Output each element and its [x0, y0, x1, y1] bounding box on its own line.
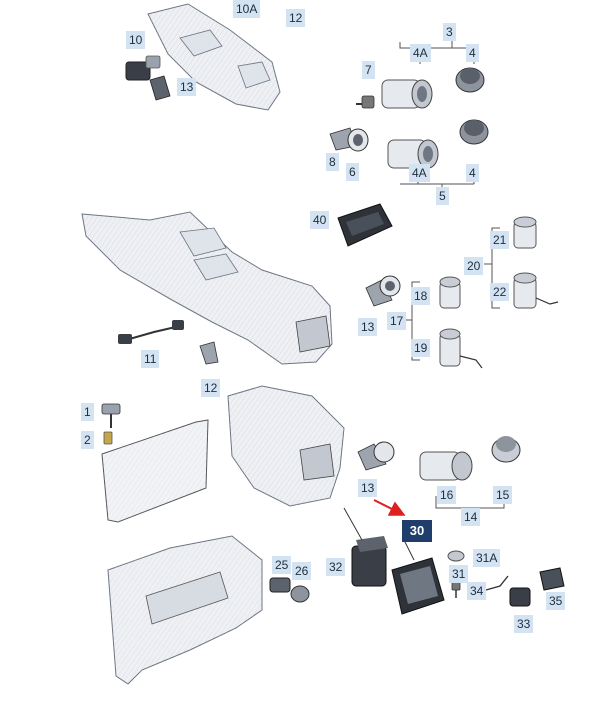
lower-rear-trim — [107, 535, 263, 685]
part-18-socket — [439, 276, 461, 309]
callout-21[interactable]: 21 — [490, 231, 510, 249]
callout-31[interactable]: 31 — [449, 565, 469, 583]
part-16-socket — [419, 451, 473, 481]
callout-30-highlighted[interactable]: 30 — [402, 520, 432, 542]
part-31a-ring — [447, 550, 465, 562]
callout-8[interactable]: 8 — [326, 153, 339, 171]
callout-25[interactable]: 25 — [272, 556, 292, 574]
callout-31a[interactable]: 31A — [473, 549, 501, 567]
part-11-cable — [118, 320, 184, 344]
leader-line-30 — [343, 507, 363, 541]
callout-3[interactable]: 3 — [443, 23, 456, 41]
callout-1[interactable]: 1 — [81, 403, 94, 421]
part-25-connector — [269, 577, 291, 593]
part-35-switch — [539, 567, 565, 591]
part-1-2-screws — [101, 403, 121, 445]
callout-2[interactable]: 2 — [81, 431, 94, 449]
part-33-switch — [509, 587, 531, 607]
highlight-arrow — [373, 499, 406, 516]
callout-15[interactable]: 15 — [493, 486, 513, 504]
leader-line-30b — [403, 539, 415, 561]
rear-console — [227, 385, 345, 507]
callout-13-mid[interactable]: 13 — [358, 318, 378, 336]
callout-4a-top[interactable]: 4A — [410, 44, 431, 62]
upper-console-small — [147, 3, 281, 111]
callout-7[interactable]: 7 — [362, 61, 375, 79]
part-31-screw — [451, 581, 461, 598]
part-8-6-bracket — [329, 127, 369, 152]
callout-26[interactable]: 26 — [292, 562, 312, 580]
part-10-socket — [125, 55, 161, 81]
callout-16[interactable]: 16 — [437, 486, 457, 504]
callout-14[interactable]: 14 — [461, 508, 481, 526]
callout-19[interactable]: 19 — [411, 339, 431, 357]
callout-4-top[interactable]: 4 — [466, 44, 479, 62]
callout-6[interactable]: 6 — [346, 163, 359, 181]
part-34-cable — [485, 575, 509, 591]
part-19-socket — [439, 328, 483, 369]
part-40-bracket — [337, 203, 393, 247]
part-13-lower — [357, 441, 395, 471]
part-12-clip — [199, 341, 219, 365]
callout-35[interactable]: 35 — [546, 592, 566, 610]
callout-32[interactable]: 32 — [326, 558, 346, 576]
callout-12-mid[interactable]: 12 — [201, 379, 221, 397]
socket-group-4 — [381, 67, 489, 169]
part-26-cap — [290, 585, 310, 603]
callout-4-lower[interactable]: 4 — [466, 164, 479, 182]
group-brackets — [399, 38, 505, 514]
callout-12-top[interactable]: 12 — [286, 9, 306, 27]
callout-4a-lower[interactable]: 4A — [409, 164, 430, 182]
part-21-socket — [513, 216, 537, 249]
main-center-console — [81, 211, 333, 365]
callout-10[interactable]: 10 — [126, 31, 146, 49]
callout-34[interactable]: 34 — [467, 582, 487, 600]
part-13-mid — [365, 275, 401, 307]
callout-5[interactable]: 5 — [436, 187, 449, 205]
callout-20[interactable]: 20 — [464, 257, 484, 275]
callout-11[interactable]: 11 — [141, 350, 160, 368]
callout-33[interactable]: 33 — [514, 615, 534, 633]
callout-10a[interactable]: 10A — [233, 0, 261, 18]
part-32-housing — [351, 536, 388, 587]
part-22-socket — [513, 272, 559, 309]
part-7-screw — [356, 95, 375, 109]
callout-13-lower[interactable]: 13 — [358, 479, 378, 497]
side-trim-panel — [101, 419, 209, 523]
callout-18[interactable]: 18 — [411, 287, 431, 305]
part-30-housing — [391, 557, 445, 615]
part-13-top — [149, 75, 171, 101]
callout-13-top[interactable]: 13 — [177, 78, 197, 96]
callout-17[interactable]: 17 — [387, 312, 407, 330]
part-15-cap — [491, 436, 521, 463]
callout-22[interactable]: 22 — [490, 283, 510, 301]
callout-40[interactable]: 40 — [310, 211, 330, 229]
